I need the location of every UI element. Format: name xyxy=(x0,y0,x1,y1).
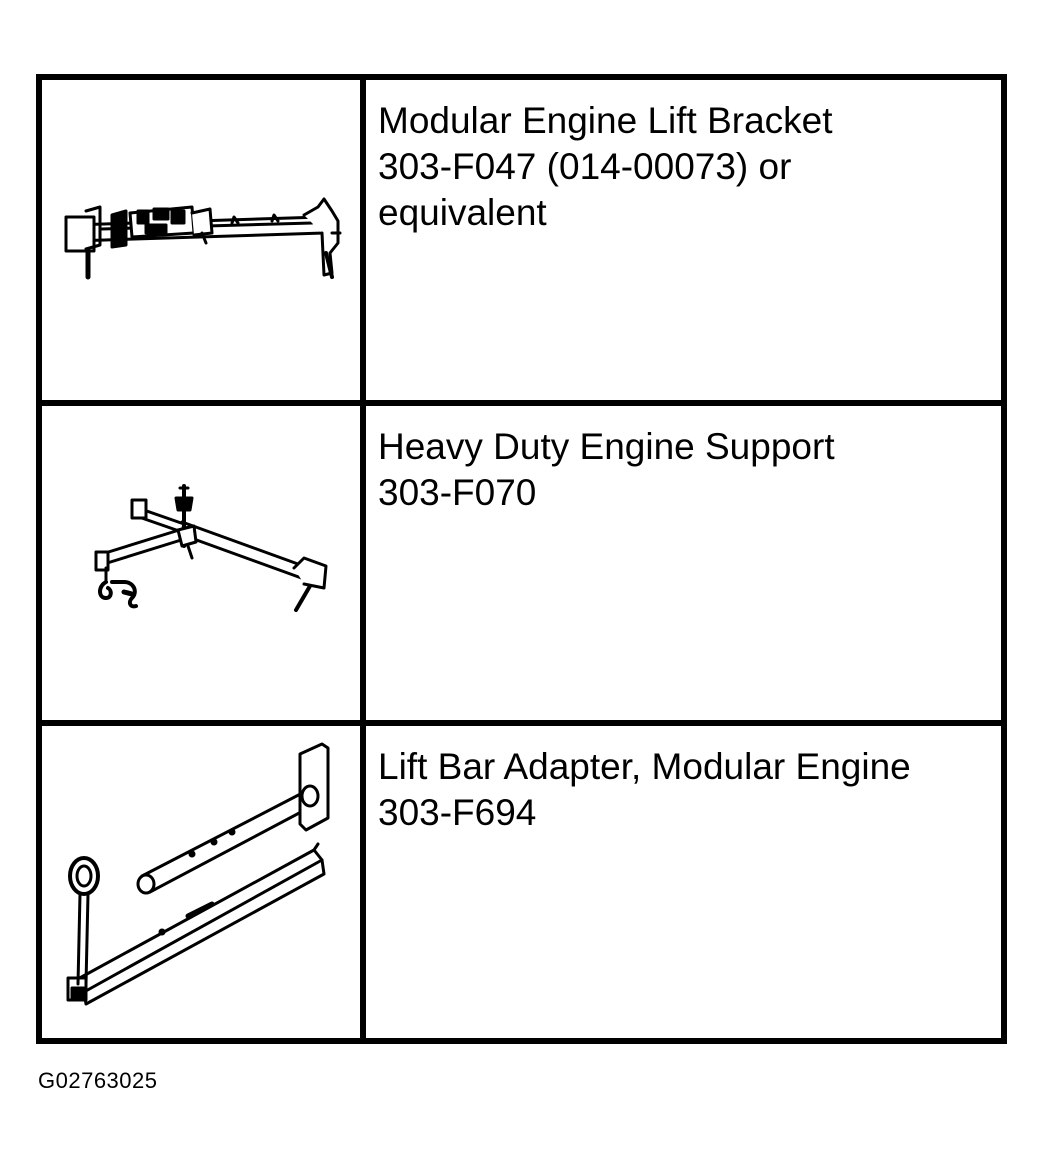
tool-image-cell xyxy=(42,726,366,1044)
tool-row: Heavy Duty Engine Support 303-F070 xyxy=(42,400,1001,720)
tool-row: Modular Engine Lift Bracket 303-F047 (01… xyxy=(42,80,1001,400)
tool-description: Lift Bar Adapter, Modular Engine 303-F69… xyxy=(366,726,1001,1044)
tool-part-number: 303-F070 xyxy=(378,472,537,513)
lift-bar-adapter-icon xyxy=(66,742,330,1006)
tool-note: equivalent xyxy=(378,192,547,233)
tool-image-cell xyxy=(42,80,366,400)
tool-name: Modular Engine Lift Bracket xyxy=(378,100,833,141)
tool-name: Lift Bar Adapter, Modular Engine xyxy=(378,746,911,787)
tool-part-number: 303-F047 (014-00073) or xyxy=(378,146,792,187)
tool-part-number: 303-F694 xyxy=(378,792,537,833)
tool-name: Heavy Duty Engine Support xyxy=(378,426,835,467)
special-tools-table: Modular Engine Lift Bracket 303-F047 (01… xyxy=(36,74,1007,1044)
engine-lift-bracket-icon xyxy=(64,197,342,280)
figure-id: G02763025 xyxy=(38,1068,158,1093)
tool-row: Lift Bar Adapter, Modular Engine 303-F69… xyxy=(42,720,1001,1044)
tool-description: Modular Engine Lift Bracket 303-F047 (01… xyxy=(366,80,1001,400)
tool-image-cell xyxy=(42,406,366,720)
tool-description: Heavy Duty Engine Support 303-F070 xyxy=(366,406,1001,720)
engine-support-icon xyxy=(94,484,328,612)
